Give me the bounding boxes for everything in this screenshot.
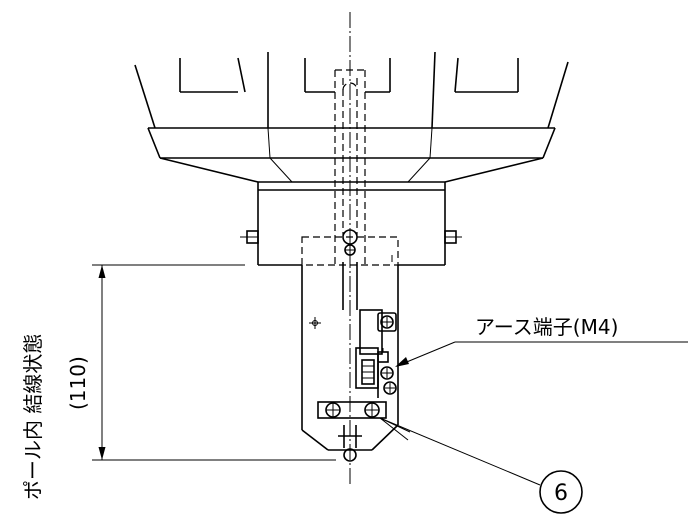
- callout-6-circle: [539, 470, 583, 514]
- earth-terminal-assembly: [355, 309, 397, 398]
- earth-terminal-leader: [395, 341, 688, 367]
- callout-6-leader: [379, 417, 541, 486]
- lamp-body: [240, 190, 462, 266]
- mounting-bracket: [301, 255, 399, 451]
- dimension-value-label: (110): [66, 356, 90, 410]
- dimension-110: [92, 264, 336, 461]
- pole-wiring-label: ポール内 結線状態: [21, 334, 45, 500]
- lamp-housing-upper: [134, 51, 569, 129]
- clamp-bar: [317, 401, 387, 462]
- earth-terminal-label: アース端子(M4): [475, 315, 618, 339]
- callout-6-number: 6: [554, 481, 568, 506]
- hidden-shaft: [301, 69, 399, 266]
- lamp-flange: [147, 127, 556, 191]
- shaft-bolt: [342, 229, 358, 256]
